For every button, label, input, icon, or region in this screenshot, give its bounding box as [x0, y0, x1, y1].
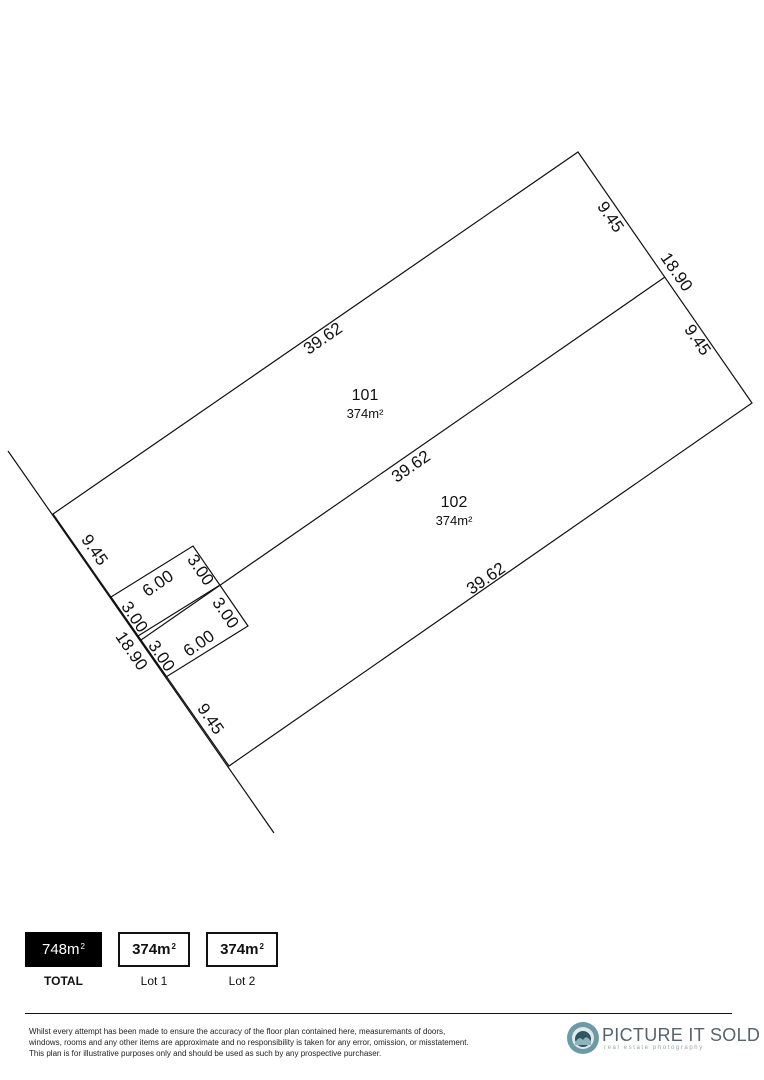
- lot-2-area-text: 374m: [220, 941, 259, 958]
- lot-102-area: 374m²: [436, 513, 474, 528]
- dim-easement-a-end: 3.00: [183, 551, 217, 589]
- dim-lot102-south: 39.62: [463, 559, 509, 599]
- site-boundary: [52, 151, 753, 767]
- disclaimer-line: Whilst every attempt has been made to en…: [29, 1027, 446, 1036]
- lot-1-label: Lot 1: [140, 974, 168, 988]
- dim-frontage-east: 18.90: [657, 249, 697, 295]
- easement-divider: [137, 584, 221, 637]
- brand-name: PICTURE IT SOLD: [602, 1025, 761, 1045]
- dim-easement-b-length: 6.00: [180, 626, 218, 660]
- total-area-sup: 2: [80, 942, 85, 951]
- brand-tagline: real estate photography: [604, 1045, 704, 1051]
- dim-easement-b-east: 3.00: [208, 594, 242, 632]
- lot-102-number: 102: [441, 494, 468, 511]
- total-area-text: 748m: [42, 941, 80, 958]
- dim-easement-b-west: 3.00: [144, 637, 178, 675]
- frontage-line: [7, 450, 275, 834]
- lot-2-label: Lot 2: [228, 974, 256, 988]
- total-label: TOTAL: [44, 974, 83, 988]
- site-plan: 101 374m² 102 374m² 39.62 9.45 18.90 9.4…: [7, 151, 753, 834]
- lot-101-area: 374m²: [347, 406, 385, 421]
- lot-101-number: 101: [352, 387, 379, 404]
- dim-lot101-east: 9.45: [593, 198, 627, 236]
- disclaimer: Whilst every attempt has been made to en…: [29, 1026, 509, 1059]
- dim-lot102-east: 9.45: [680, 321, 714, 359]
- footer-divider: [25, 1013, 732, 1014]
- lot-divider: [140, 276, 666, 641]
- easement-box: [110, 545, 249, 678]
- brand-logo: PICTURE IT SOLD real estate photography: [566, 1021, 760, 1057]
- lot-2-area-sup: 2: [259, 942, 264, 951]
- disclaimer-line: windows, rooms and any other items are a…: [29, 1038, 469, 1047]
- dim-lot101-west: 9.45: [77, 531, 111, 569]
- dim-lot102-west: 9.45: [193, 700, 227, 738]
- disclaimer-line: This plan is for illustrative purposes o…: [29, 1049, 382, 1058]
- camera-lens-icon: [567, 1022, 599, 1054]
- lot-1-area-sup: 2: [171, 942, 176, 951]
- lot-1-area-text: 374m: [132, 941, 171, 958]
- dim-lot101-north: 39.62: [300, 319, 346, 359]
- dim-frontage-west: 18.90: [112, 628, 152, 674]
- dim-easement-a-length: 6.00: [139, 566, 177, 600]
